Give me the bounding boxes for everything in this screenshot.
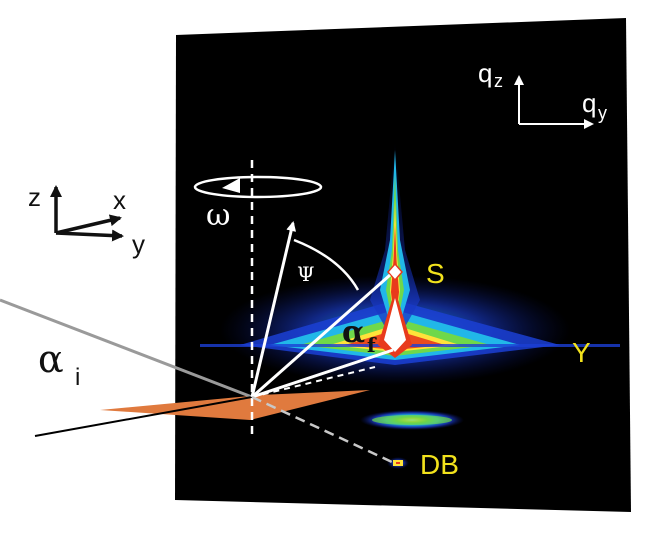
sample-axes: z x y: [28, 182, 145, 259]
peak-db-label: DB: [420, 449, 459, 480]
svg-text:z: z: [494, 71, 503, 91]
omega-label: ω: [206, 198, 230, 233]
alpha-f-label: α f: [342, 315, 377, 357]
svg-text:y: y: [598, 103, 607, 123]
incident-beam-lower: [34, 396, 253, 437]
qz-label: q z: [478, 58, 503, 91]
psi-arc: [293, 238, 360, 291]
psi-label: Ψ: [297, 262, 315, 286]
axis-z-label: z: [28, 182, 41, 212]
axis-x-label: x: [113, 185, 126, 215]
svg-text:α: α: [342, 315, 365, 350]
alpha-i-label: α i: [38, 337, 80, 391]
direct-beam-path: [251, 395, 393, 464]
scattered-ray: [251, 273, 391, 399]
axis-y-label: y: [132, 229, 145, 259]
incident-beam: [0, 298, 253, 399]
scattering-pattern: [200, 140, 620, 469]
omega-arrow-head: [222, 178, 240, 193]
svg-text:i: i: [75, 364, 80, 391]
svg-text:f: f: [367, 333, 377, 357]
omega-rotation-arrow: [193, 175, 323, 199]
specular-ray: [251, 348, 394, 399]
qy-label: q y: [582, 88, 607, 123]
peak-s-label: S: [426, 258, 445, 289]
exit-wavevector: [250, 221, 297, 398]
svg-text:q: q: [582, 88, 596, 118]
svg-text:α: α: [38, 337, 64, 381]
reciprocal-axes: q z q y: [478, 58, 607, 129]
svg-text:q: q: [478, 58, 492, 88]
peak-y-label: Y: [572, 337, 591, 368]
